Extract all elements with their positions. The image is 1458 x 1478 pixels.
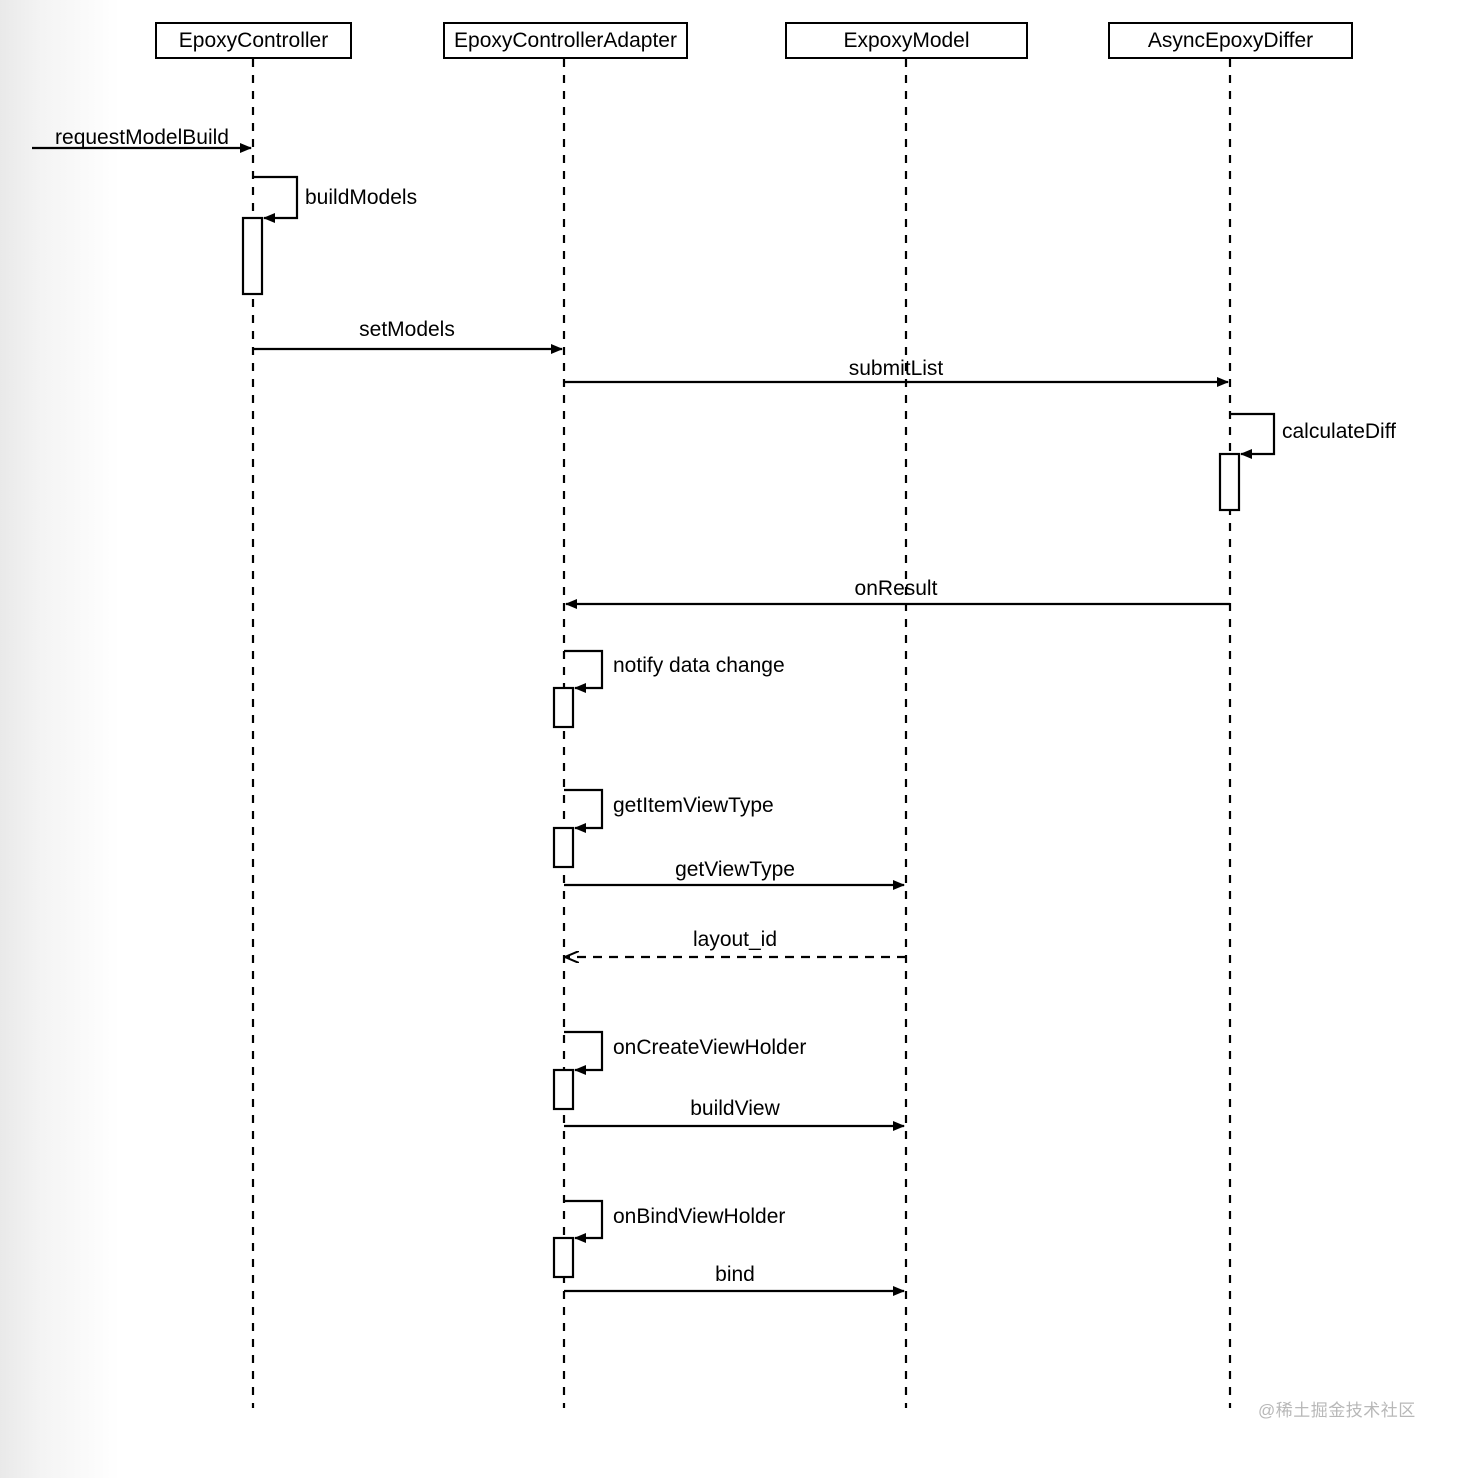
activation-bar-m8 (552, 826, 575, 869)
message-label-m5: calculateDiff (1282, 420, 1397, 443)
activation-bar-m2 (241, 216, 264, 296)
activation-bar-m13 (552, 1236, 575, 1279)
message-label-m10: layout_id (692, 928, 778, 951)
self-call-m11[interactable] (564, 1030, 604, 1075)
participant-box-model[interactable]: ExpoxyModel (785, 22, 1028, 59)
activation-bar-m5 (1218, 452, 1241, 512)
self-call-m13[interactable] (564, 1199, 604, 1243)
message-label-m13: onBindViewHolder (613, 1205, 786, 1228)
message-label-m11: onCreateViewHolder (613, 1036, 807, 1059)
participant-label: ExpoxyModel (843, 28, 970, 52)
message-label-m9: getViewType (675, 858, 795, 881)
self-call-m2[interactable] (253, 175, 299, 223)
message-label-m8: getItemViewType (613, 794, 774, 817)
messages-layer (32, 143, 1276, 1296)
activations-layer (241, 216, 1241, 1279)
message-label-m14: bind (715, 1263, 755, 1286)
message-label-m12: buildView (690, 1097, 780, 1120)
message-label-m2: buildModels (305, 186, 418, 209)
participant-box-adapter[interactable]: EpoxyControllerAdapter (443, 22, 688, 59)
participant-box-differ[interactable]: AsyncEpoxyDiffer (1108, 22, 1353, 59)
participant-label: AsyncEpoxyDiffer (1147, 28, 1314, 52)
message-label-m4: submitList (848, 357, 944, 380)
participant-label: EpoxyControllerAdapter (454, 28, 677, 52)
self-call-m5[interactable] (1230, 412, 1276, 459)
message-label-m6: onResult (854, 577, 938, 600)
self-call-m8[interactable] (564, 788, 604, 833)
message-label-m3: setModels (359, 318, 455, 341)
watermark-text: @稀土掘金技术社区 (1258, 1401, 1416, 1420)
participant-box-controller[interactable]: EpoxyController (155, 22, 352, 59)
message-label-m7: notify data change (613, 654, 785, 677)
message-label-m1: requestModelBuild (55, 126, 229, 149)
self-call-m7[interactable] (564, 649, 604, 693)
participant-label: EpoxyController (178, 28, 329, 52)
activation-bar-m7 (552, 686, 575, 729)
activation-bar-m11 (552, 1068, 575, 1111)
